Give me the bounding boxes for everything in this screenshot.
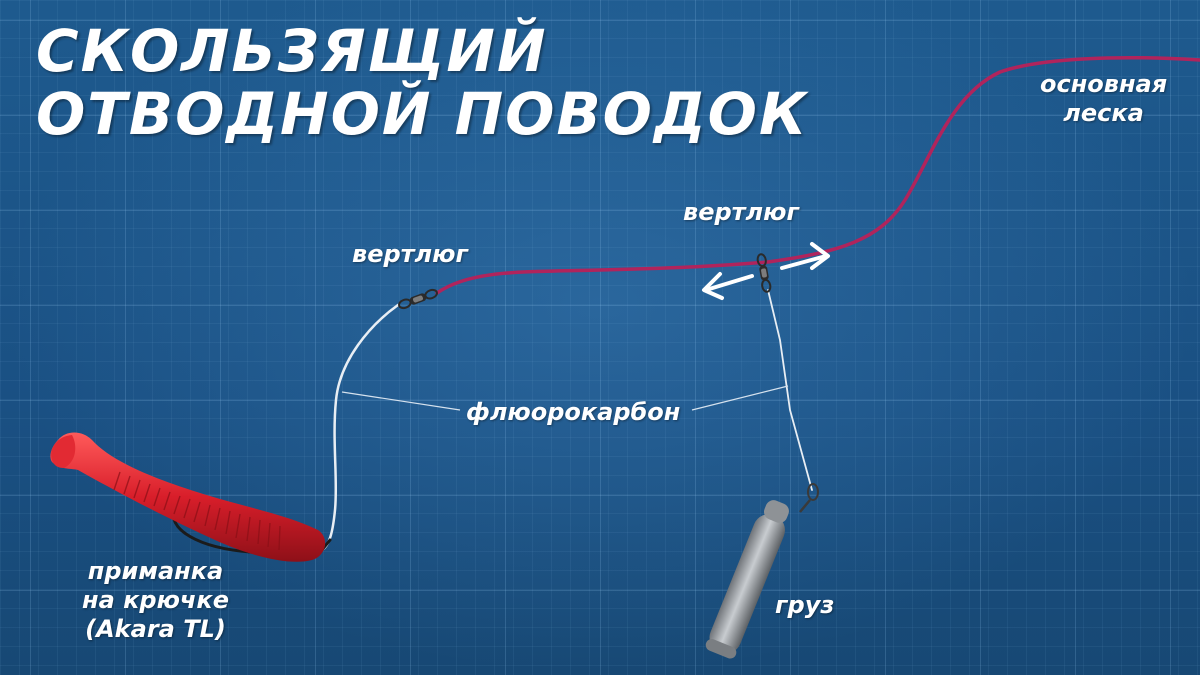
callout-line-right <box>691 385 789 411</box>
label-main-line-2: леска <box>1063 98 1144 127</box>
label-swivel-left: вертлюг <box>352 240 469 268</box>
label-main-line-1: основная <box>1040 70 1168 98</box>
callout-line-left <box>341 391 461 411</box>
diagram-title-line-2: ОТВОДНОЙ ПОВОДОК <box>36 80 809 148</box>
sinker <box>705 500 789 659</box>
label-weight: груз <box>775 591 835 619</box>
main-line <box>435 56 1200 295</box>
soft-lure <box>50 432 326 562</box>
swivel-left <box>398 288 438 310</box>
label-bait-line-1: приманка <box>87 557 224 585</box>
label-bait-line-3: (Akara TL) <box>85 614 226 643</box>
label-swivel-right: вертлюг <box>683 198 800 226</box>
swivel-right <box>756 253 772 293</box>
sinker-snap <box>799 483 819 513</box>
label-bait: приманка на крючке (Akara TL) <box>82 557 229 643</box>
fluorocarbon-leader-left <box>320 303 400 552</box>
diagram-title-line-1: СКОЛЬЗЯЩИЙ <box>36 17 548 85</box>
fluorocarbon-leader-right <box>767 289 813 491</box>
label-bait-line-2: на крючке <box>82 585 229 614</box>
label-main-line: основная леска <box>1040 70 1167 128</box>
double-arrow-left-right-icon <box>702 242 830 300</box>
label-fluorocarbon: флюорокарбон <box>466 398 681 426</box>
